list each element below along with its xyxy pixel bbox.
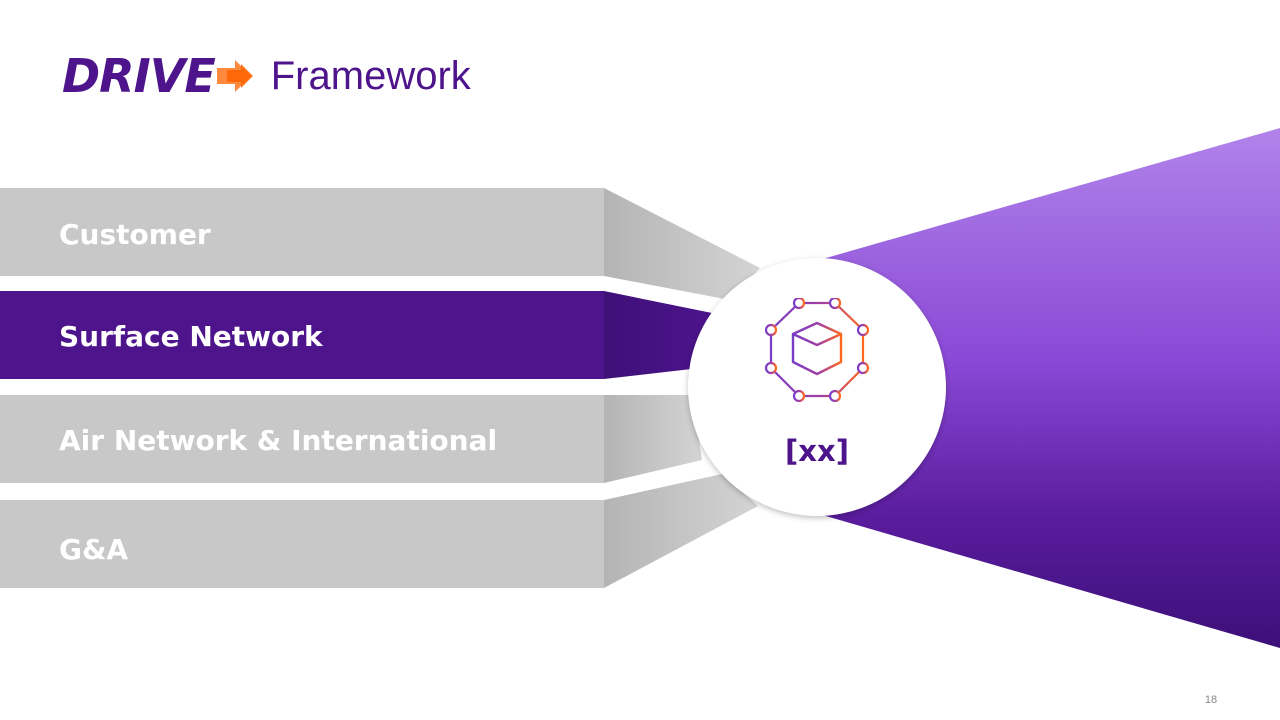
center-circle <box>688 258 946 516</box>
output-funnel <box>812 128 1280 648</box>
network-cube-icon <box>764 298 870 402</box>
drive-logo: DRIVE <box>62 49 216 103</box>
bar-customer <box>0 188 760 300</box>
arrow-icon <box>216 60 253 92</box>
page-title: Framework <box>270 54 471 98</box>
header: DRIVE Framework <box>62 48 471 104</box>
bar-label-customer: Customer <box>59 218 211 251</box>
bar-label-air-network: Air Network & International <box>59 424 498 457</box>
center-value: [xx] <box>785 434 849 468</box>
bar-label-ga: G&A <box>59 533 129 566</box>
bar-label-surface-network: Surface Network <box>59 320 323 353</box>
bar-surface-network <box>0 291 712 379</box>
bar-ga <box>0 474 758 588</box>
bar-air-network <box>0 395 702 483</box>
page-number: 18 <box>1204 694 1218 706</box>
